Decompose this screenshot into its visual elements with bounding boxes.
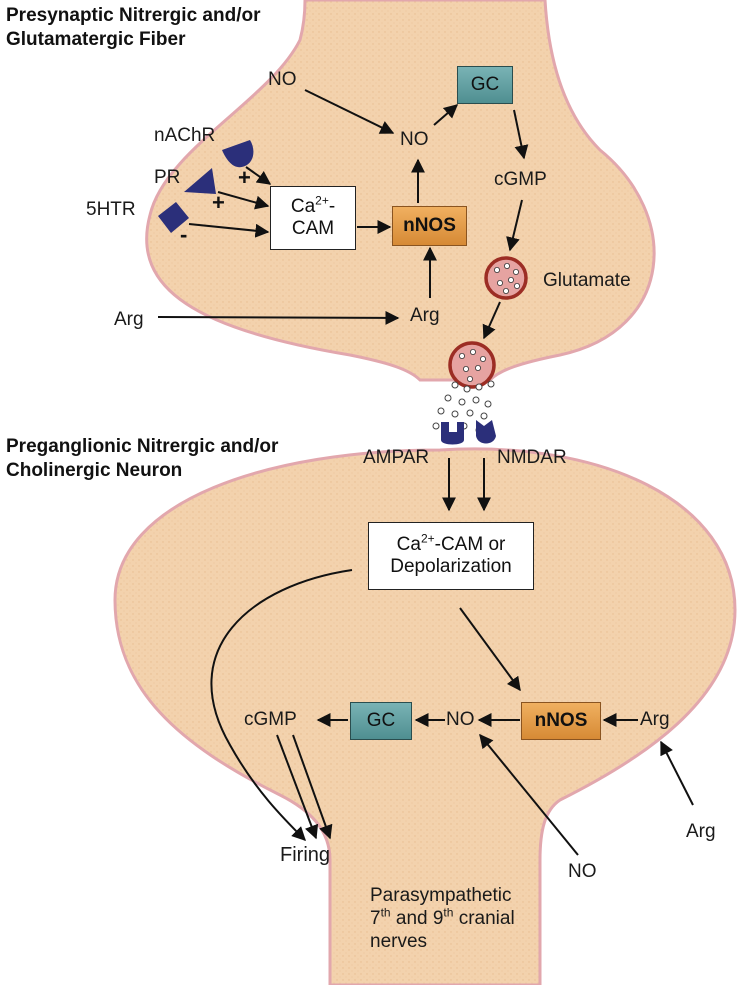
- post-arg-outside-label: Arg: [686, 821, 716, 842]
- ca-cam-line1: Ca2+-: [290, 193, 336, 218]
- arrow-cgmp-to-firing-left: [276, 734, 319, 840]
- preganglionic-header: Preganglionic Nitrergic and/or Cholinerg…: [6, 435, 278, 483]
- preganglionic-header-line1: Preganglionic Nitrergic and/or: [6, 436, 279, 457]
- ca-sup: 2+: [315, 193, 329, 208]
- nnos-box: nNOS: [392, 206, 467, 246]
- plus-sign-2: +: [212, 190, 225, 215]
- presynaptic-terminal-shape: [145, 0, 656, 382]
- post-nnos-label: nNOS: [534, 710, 588, 732]
- post-no-label: NO: [446, 709, 475, 730]
- docked-vesicle-dots: [458, 348, 486, 382]
- ca-cam-depolarization-box: Ca2+-CAM or Depolarization: [368, 522, 534, 590]
- arrow-arg-outside-to-arg: [157, 310, 400, 325]
- nachr-receptor-icon: [222, 140, 254, 168]
- arrow-cgmp-to-glutamate: [506, 199, 523, 252]
- post-cgmp-label: cGMP: [244, 709, 297, 730]
- arrow-nachr-to-ca: [245, 166, 272, 185]
- arrow-no-to-gc: [433, 104, 459, 126]
- post-no-external-label: NO: [568, 861, 597, 882]
- nerves-label: Parasympathetic 7th and 9th cranial nerv…: [370, 885, 515, 953]
- plus-sign-1: +: [238, 165, 251, 190]
- 5htr-label: 5HTR: [86, 199, 136, 220]
- ca-cam-or-line: Ca2+-CAM or: [396, 531, 506, 556]
- presynaptic-header-line2: Glutamatergic Fiber: [6, 28, 186, 50]
- post-gc-label: GC: [366, 710, 396, 732]
- post-arg-inside-label: Arg: [640, 709, 670, 730]
- ca-cam-line2: CAM: [291, 218, 335, 239]
- arrow-gc-to-cgmp: [513, 109, 529, 160]
- arrow-ca-to-nnos: [459, 607, 521, 692]
- post-nnos-box: nNOS: [521, 702, 601, 740]
- nmdar-label: NMDAR: [497, 447, 567, 468]
- arg-inside-label: Arg: [410, 305, 440, 326]
- gc-label: GC: [470, 74, 500, 96]
- glutamate-label: Glutamate: [543, 270, 631, 291]
- pr-receptor-icon: [184, 168, 216, 194]
- nerves-sup2: th: [443, 905, 454, 920]
- post-ca-tail: -CAM or: [434, 534, 506, 556]
- no-external-label: NO: [268, 69, 297, 90]
- no-label: NO: [400, 129, 429, 150]
- nerves-line2: 7th and 9th cranial: [370, 905, 515, 931]
- nnos-label: nNOS: [403, 215, 456, 237]
- ca-base: Ca: [290, 196, 316, 218]
- arrow-cgmp-to-firing-right: [292, 734, 333, 840]
- post-ca-sup: 2+: [420, 531, 435, 546]
- nerves-and9: and 9: [390, 907, 444, 929]
- minus-sign: -: [180, 222, 188, 247]
- arrow-pr-to-ca: [217, 191, 270, 210]
- nerves-line1: Parasympathetic: [370, 885, 512, 906]
- arrow-glutamate-to-release: [482, 301, 501, 340]
- firing-label: Firing: [280, 844, 331, 866]
- arrow-arg-outside-to-arg-post: [660, 740, 694, 806]
- nerves-sup1: th: [380, 905, 391, 920]
- 5htr-receptor-icon: [158, 202, 189, 233]
- nerves-7: 7: [370, 907, 381, 929]
- nachr-label: nAChR: [154, 125, 216, 146]
- arg-outside-label: Arg: [114, 309, 144, 330]
- preganglionic-header-line2: Cholinergic Neuron: [6, 459, 183, 481]
- cgmp-label: cGMP: [494, 169, 547, 190]
- depolarization-line: Depolarization: [390, 556, 512, 577]
- nmdar-receptor-icon: [476, 420, 496, 444]
- post-ca-base: Ca: [396, 534, 421, 556]
- ca-tail: -: [328, 196, 336, 218]
- arrow-ca-curve-to-firing: [210, 569, 353, 841]
- arrow-no-external-to-no-post: [479, 733, 579, 856]
- gc-box: GC: [457, 66, 513, 104]
- nerves-cranial: cranial: [453, 907, 515, 929]
- ampar-label: AMPAR: [363, 447, 430, 468]
- post-gc-box: GC: [350, 702, 412, 740]
- vesicle-dots: [493, 262, 521, 294]
- ca-cam-box: Ca2+- CAM: [270, 186, 356, 250]
- arrow-no-external-to-no: [304, 89, 395, 134]
- arrow-5htr-to-ca: [188, 223, 270, 238]
- pr-label: PR: [154, 167, 181, 188]
- nerves-line3: nerves: [370, 930, 428, 952]
- presynaptic-header: Presynaptic Nitrergic and/or Glutamaterg…: [6, 4, 260, 52]
- presynaptic-header-line1: Presynaptic Nitrergic and/or: [6, 5, 261, 26]
- ampar-receptor-icon: [441, 422, 464, 445]
